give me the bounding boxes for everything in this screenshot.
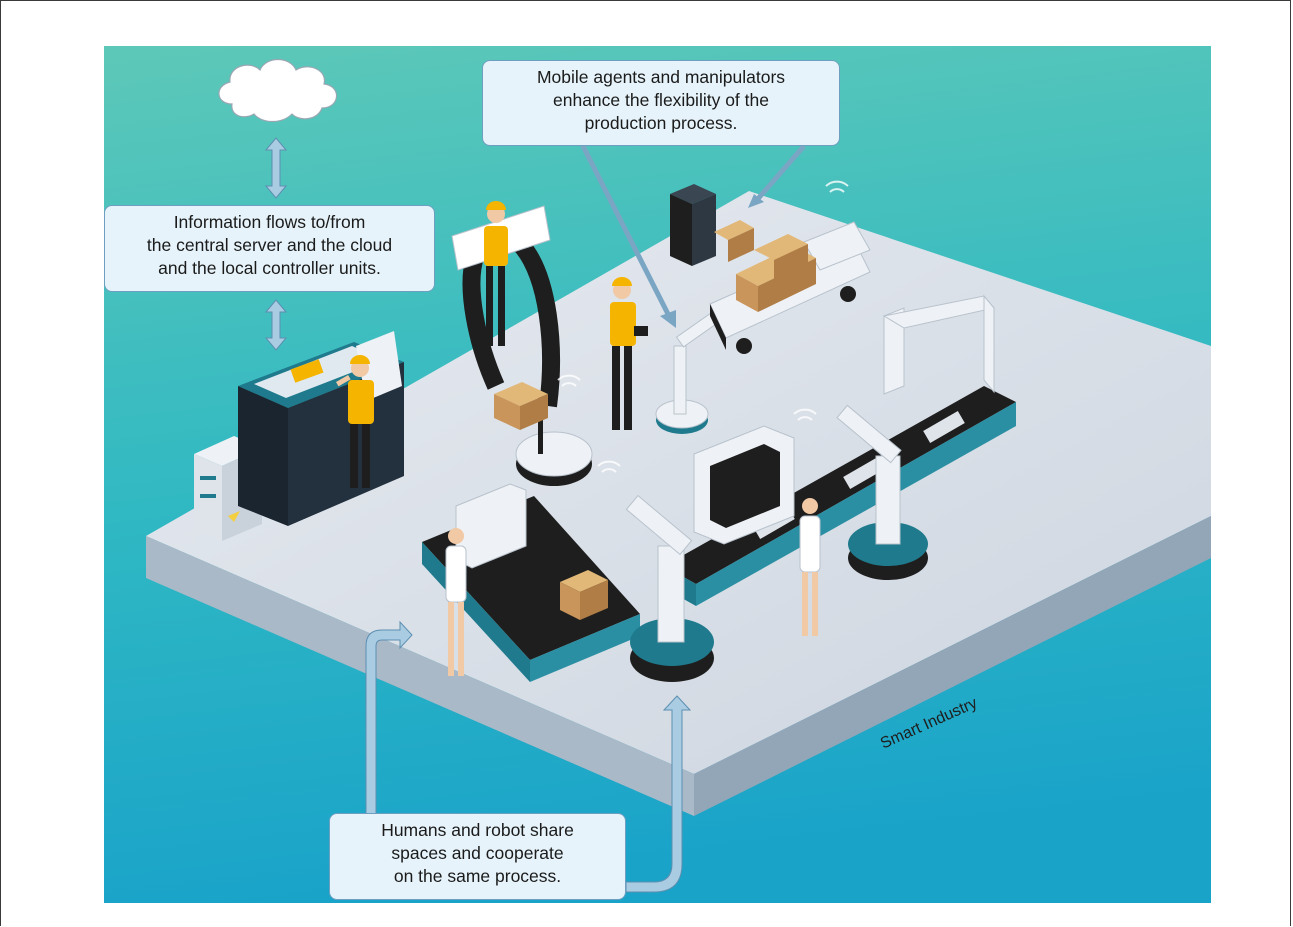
controller-link-arrow	[264, 299, 288, 351]
callout-mobile-line-1: Mobile agents and manipulators	[536, 67, 786, 87]
robotic-arm-icon	[625, 494, 714, 682]
wifi-icon	[597, 460, 621, 473]
humans-callout-arrow	[365, 620, 692, 893]
cloud-icon	[218, 58, 338, 123]
worker-icon	[610, 277, 648, 430]
worker-icon	[445, 528, 467, 676]
worker-icon	[799, 498, 821, 636]
smart-factory-scene	[104, 46, 1211, 903]
illustration-panel: Information flows to/from the central se…	[104, 46, 1211, 903]
mobile-callout-pointer	[579, 142, 806, 318]
cardboard-box-icon	[714, 220, 816, 312]
mobile-callout-pointer-head	[660, 194, 764, 328]
callout-info-line-3: and the local controller units.	[158, 258, 381, 278]
callout-info-line-2: the central server and the cloud	[146, 235, 393, 255]
callout-humans-line-1: Humans and robot share	[381, 820, 574, 840]
wifi-icon	[557, 374, 581, 387]
mobile-robot-icon	[494, 382, 593, 486]
worker-icon	[484, 201, 508, 346]
wifi-icon	[793, 408, 817, 421]
callout-info-line-1: Information flows to/from	[173, 212, 366, 232]
cardboard-box-icon	[494, 382, 548, 406]
wifi-icon	[825, 180, 849, 193]
callout-mobile-line-3: production process.	[584, 113, 738, 133]
inspection-gate	[693, 425, 795, 545]
worker-icon	[336, 355, 374, 488]
cloud-link-arrow	[264, 137, 288, 199]
callout-humans-line-2: spaces and cooperate	[391, 843, 564, 863]
factory-floor-platform	[146, 191, 1211, 816]
callout-humans-line-3: on the same process.	[393, 866, 562, 886]
cardboard-box-icon	[560, 570, 608, 592]
callout-humans-robots: Humans and robot share spaces and cooper…	[329, 813, 626, 900]
callout-mobile-agents: Mobile agents and manipulators enhance t…	[482, 60, 840, 146]
robotic-arm-icon	[836, 404, 928, 580]
callout-information-flow: Information flows to/from the central se…	[104, 205, 435, 292]
warning-sign-icon	[228, 511, 240, 522]
robotic-arm-icon	[655, 308, 724, 434]
control-cabinet-icon	[238, 331, 404, 526]
conveyor-belt-icon	[664, 294, 1016, 606]
callout-mobile-line-2: enhance the flexibility of the	[553, 90, 769, 110]
